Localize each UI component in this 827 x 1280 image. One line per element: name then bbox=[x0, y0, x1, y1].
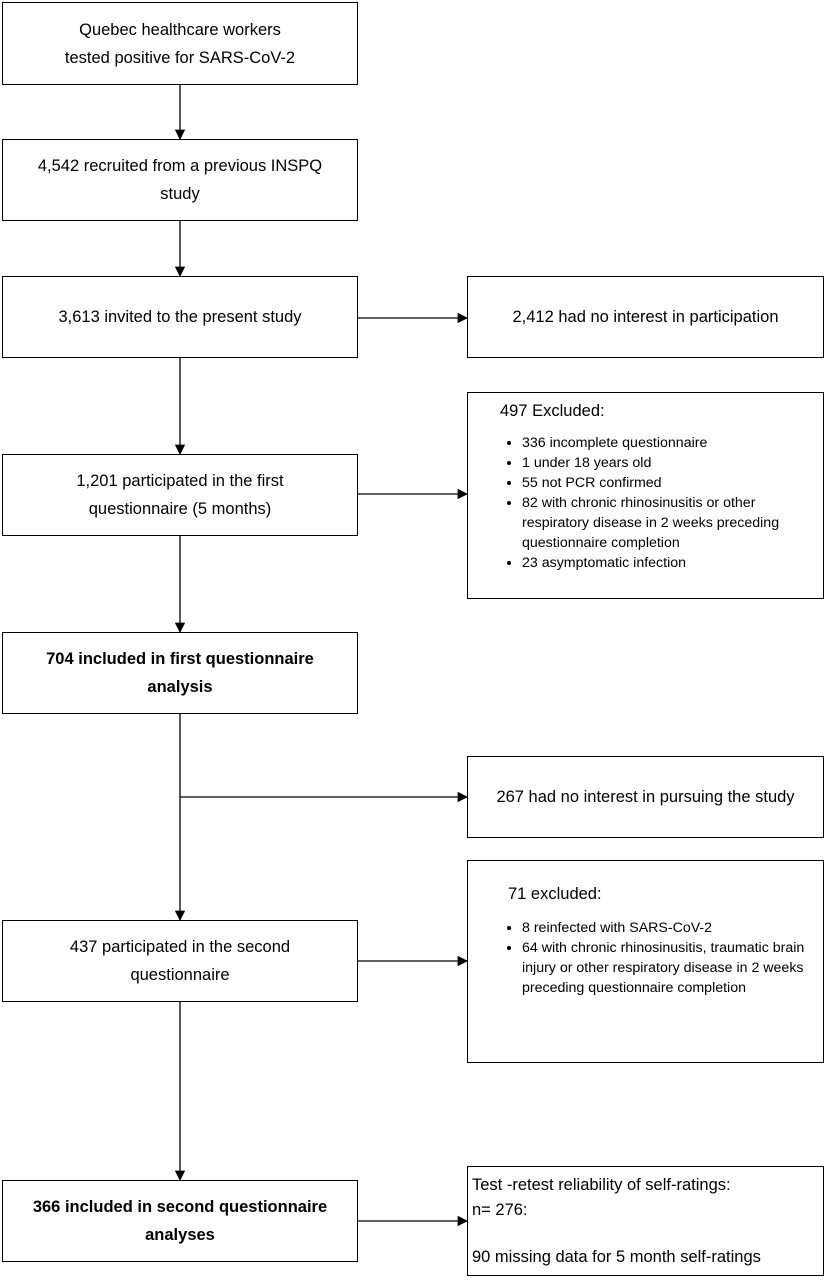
box-included-first: 704 included in first questionnaire anal… bbox=[2, 632, 358, 714]
box-second-questionnaire-line1: 437 participated in the second bbox=[69, 938, 291, 956]
box-recruited-line1: 4,542 recruited from a previous INSPQ bbox=[37, 157, 323, 175]
box-no-interest-participation: 2,412 had no interest in participation bbox=[467, 276, 824, 358]
box-included-second-line1: 366 included in second questionnaire bbox=[32, 1198, 328, 1216]
box-first-questionnaire-line1: 1,201 participated in the first bbox=[76, 472, 284, 490]
list-item: 1 under 18 years old bbox=[522, 453, 817, 473]
list-item: 23 asymptomatic infection bbox=[522, 553, 817, 573]
box-excluded-second: 71 excluded: 8 reinfected with SARS-CoV-… bbox=[467, 860, 824, 1063]
retest-spacer bbox=[472, 1223, 817, 1245]
box-retest: Test -retest reliability of self-ratings… bbox=[467, 1166, 824, 1276]
box-second-questionnaire-line2: questionnaire bbox=[130, 966, 230, 984]
box-second-questionnaire: 437 participated in the second questionn… bbox=[2, 920, 358, 1002]
box-included-second-line2: analyses bbox=[145, 1226, 215, 1244]
excluded-first-title: 497 Excluded: bbox=[500, 402, 605, 420]
box-tested-positive: Quebec healthcare workers tested positiv… bbox=[2, 2, 358, 85]
excluded-first-list: 336 incomplete questionnaire 1 under 18 … bbox=[500, 433, 817, 573]
list-item: 336 incomplete questionnaire bbox=[522, 433, 817, 453]
no-interest-participation-text: 2,412 had no interest in participation bbox=[512, 308, 779, 326]
box-first-questionnaire-line2: questionnaire (5 months) bbox=[88, 500, 272, 518]
box-tested-positive-line2: tested positive for SARS-CoV-2 bbox=[64, 48, 296, 67]
box-no-interest-pursuing: 267 had no interest in pursuing the stud… bbox=[467, 756, 824, 838]
box-recruited: 4,542 recruited from a previous INSPQ st… bbox=[2, 139, 358, 221]
retest-line3: 90 missing data for 5 month self-ratings bbox=[472, 1247, 761, 1266]
list-item: 82 with chronic rhinosinusitis or other … bbox=[522, 493, 817, 553]
retest-line2: n= 276: bbox=[472, 1200, 528, 1219]
box-excluded-first: 497 Excluded: 336 incomplete questionnai… bbox=[467, 392, 824, 599]
box-recruited-line2: study bbox=[160, 185, 200, 203]
excluded-second-title: 71 excluded: bbox=[508, 885, 602, 903]
box-invited: 3,613 invited to the present study bbox=[2, 276, 358, 358]
no-interest-pursuing-text: 267 had no interest in pursuing the stud… bbox=[496, 788, 795, 806]
box-tested-positive-line1: Quebec healthcare workers bbox=[79, 20, 281, 39]
box-included-first-line2: analysis bbox=[147, 678, 213, 696]
list-item: 55 not PCR confirmed bbox=[522, 473, 817, 493]
list-item: 64 with chronic rhinosinusitis, traumati… bbox=[522, 938, 817, 998]
retest-line1: Test -retest reliability of self-ratings… bbox=[472, 1175, 731, 1194]
box-invited-line1: 3,613 invited to the present study bbox=[58, 308, 302, 326]
list-item: 8 reinfected with SARS-CoV-2 bbox=[522, 918, 817, 938]
box-first-questionnaire: 1,201 participated in the first question… bbox=[2, 454, 358, 536]
box-included-second: 366 included in second questionnaire ana… bbox=[2, 1180, 358, 1262]
box-included-first-line1: 704 included in first questionnaire bbox=[46, 650, 314, 668]
excluded-second-list: 8 reinfected with SARS-CoV-2 64 with chr… bbox=[508, 918, 817, 998]
